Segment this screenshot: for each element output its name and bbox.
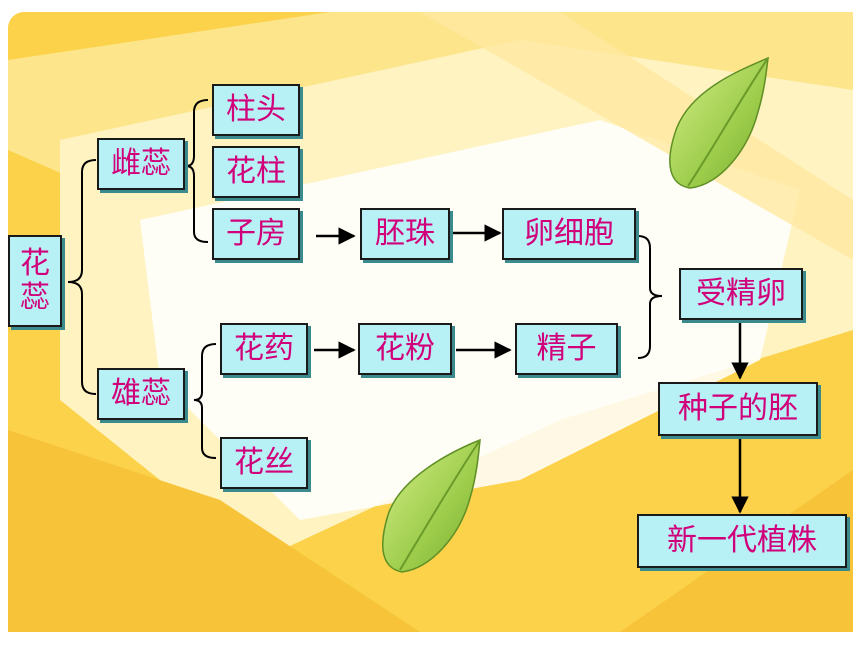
node-seed-embryo: 种子的胚 xyxy=(658,382,818,436)
node-style: 花柱 xyxy=(212,146,300,198)
node-egg-cell: 卵细胞 xyxy=(502,208,636,260)
node-ovule: 胚珠 xyxy=(360,208,450,260)
node-pollen: 花粉 xyxy=(358,323,452,375)
node-filament: 花丝 xyxy=(220,437,308,489)
root-label-line1: 花 xyxy=(20,245,50,281)
node-zygote: 受精卵 xyxy=(679,268,803,320)
leaf-icon xyxy=(381,438,481,573)
node-new-plant: 新一代植株 xyxy=(637,514,847,568)
node-pistil: 雌蕊 xyxy=(97,138,185,190)
node-ovary: 子房 xyxy=(212,208,300,260)
root-label-line2: 蕊 xyxy=(20,280,50,315)
node-pistil-stamen-root: 花 蕊 xyxy=(8,235,62,327)
node-anther: 花药 xyxy=(220,323,308,375)
leaf-icon xyxy=(669,56,769,189)
node-stamen: 雄蕊 xyxy=(97,368,185,420)
node-sperm: 精子 xyxy=(515,323,618,375)
node-stigma: 柱头 xyxy=(212,84,300,136)
